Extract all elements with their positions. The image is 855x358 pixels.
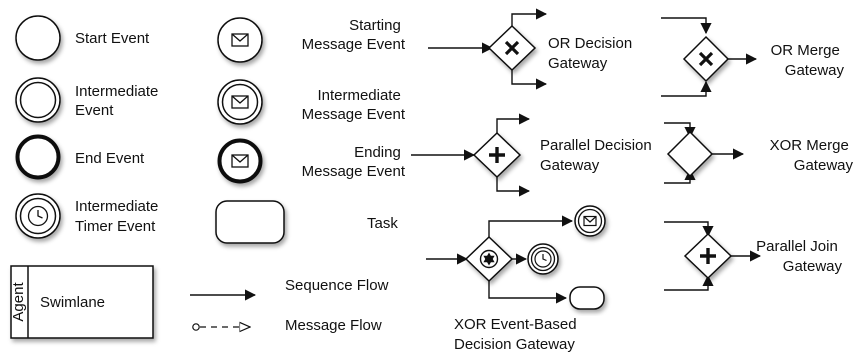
message-flow-label: Message Flow bbox=[285, 317, 382, 334]
task-label: Task bbox=[367, 215, 398, 232]
sequence-flow-label: Sequence Flow bbox=[285, 277, 389, 294]
gateway-task-icon bbox=[569, 286, 605, 310]
or-merge-gateway-label: OR Merge Gateway bbox=[771, 42, 845, 79]
or-decision-gateway-label: OR Decision Gateway bbox=[548, 35, 636, 72]
xor-event-based-decision-gateway-icon bbox=[426, 215, 574, 304]
swimlane-pool-label: Agent bbox=[10, 282, 27, 322]
xor-merge-gateway-icon bbox=[664, 122, 745, 184]
starting-message-event-label: Starting Message Event bbox=[302, 17, 406, 53]
swimlane-label: Swimlane bbox=[40, 294, 105, 311]
or-merge-gateway-icon bbox=[661, 17, 758, 97]
ending-message-event-icon bbox=[217, 138, 263, 184]
intermediate-timer-event-icon bbox=[15, 193, 61, 239]
parallel-decision-gateway-label: Parallel Decision Gateway bbox=[540, 137, 656, 174]
xor-merge-gateway-label: XOR Merge Gateway bbox=[770, 137, 854, 174]
swimlane-icon: Agent Swimlane bbox=[10, 265, 154, 339]
starting-message-event-icon bbox=[217, 17, 263, 63]
message-flow-icon bbox=[192, 324, 250, 330]
intermediate-timer-event-label: Intermediate Timer Event bbox=[75, 198, 163, 235]
ending-message-event-label: Ending Message Event bbox=[302, 144, 406, 180]
parallel-decision-gateway-icon bbox=[411, 113, 531, 197]
parallel-join-gateway-icon bbox=[664, 221, 762, 291]
gateway-message-event-icon bbox=[574, 205, 606, 237]
intermediate-event-label: Intermediate Event bbox=[75, 83, 163, 119]
task-icon bbox=[215, 200, 285, 244]
intermediate-message-event-label: Intermediate Message Event bbox=[302, 87, 406, 123]
start-event-label: Start Event bbox=[75, 30, 150, 47]
xor-event-based-decision-gateway-label: XOR Event-Based Decision Gateway bbox=[454, 316, 581, 353]
parallel-join-gateway-label: Parallel Join Gateway bbox=[756, 238, 842, 275]
end-event-label: End Event bbox=[75, 150, 145, 167]
or-decision-gateway-icon bbox=[428, 8, 548, 90]
gateway-timer-event-icon bbox=[527, 243, 559, 275]
intermediate-message-event-icon bbox=[217, 79, 263, 125]
intermediate-event-icon bbox=[15, 77, 61, 123]
end-event-icon bbox=[15, 134, 61, 180]
start-event-icon bbox=[15, 15, 61, 61]
